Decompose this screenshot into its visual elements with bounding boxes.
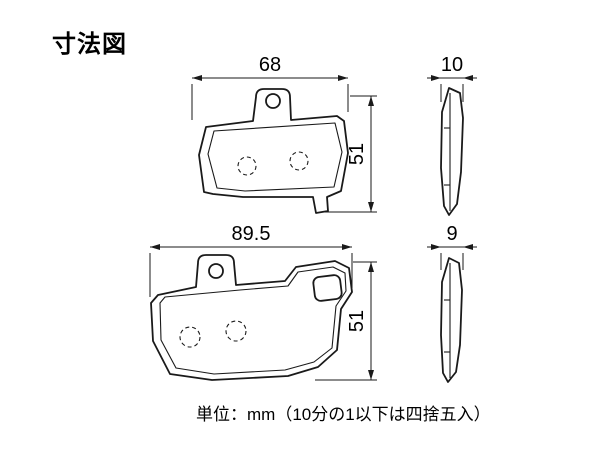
unit-caption: 単位：mm（10分の1以下は四捨五入） — [196, 405, 491, 424]
dim-label-pad-bottom-width: 89.5 — [232, 223, 271, 245]
dim-pad-bottom-height: 51 — [315, 261, 377, 381]
dim-pad-bottom-width: 89.5 — [149, 223, 353, 297]
pad-bottom-side-view — [440, 257, 463, 383]
pad-top-pin-hole-right — [289, 151, 309, 171]
dim-label-pad-bottom-thickness: 9 — [446, 223, 457, 245]
dim-pad-top-height: 51 — [322, 95, 377, 213]
dim-label-pad-top-thickness: 10 — [441, 54, 463, 76]
dim-pad-top-width: 68 — [191, 54, 349, 120]
dim-label-pad-top-height: 51 — [346, 143, 368, 165]
pad-top-side-view — [440, 87, 464, 216]
dim-pad-bottom-thickness: 9 — [427, 223, 477, 270]
pad-bottom-front-view — [150, 254, 353, 381]
dim-pad-top-thickness: 10 — [427, 54, 477, 102]
pad-top-front-view — [198, 88, 349, 214]
pad-bottom-ear-hole — [312, 274, 343, 302]
pad-bottom-pin-hole-right — [225, 320, 247, 342]
pad-bottom-pin-hole-left — [179, 326, 201, 348]
pad-top-pin-hole-left — [237, 156, 257, 176]
dim-label-pad-bottom-height: 51 — [346, 310, 368, 332]
page-title: 寸法図 — [52, 31, 127, 58]
dim-label-pad-top-width: 68 — [259, 54, 281, 76]
pad-bottom-tab-hole — [208, 263, 224, 279]
pad-top-tab-hole — [265, 93, 281, 109]
